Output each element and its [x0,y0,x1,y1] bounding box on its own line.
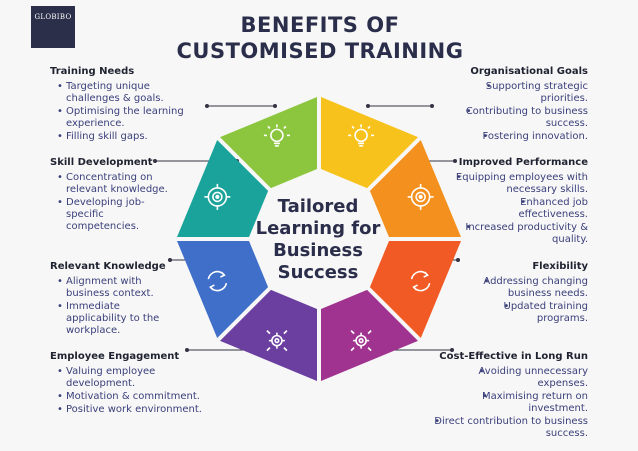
block-heading: Employee Engagement [50,351,180,362]
list-item: Filling skill gaps. [50,131,200,143]
connector-dot [168,258,172,262]
list-item: Contributing to business success. [440,106,588,130]
connector-dot [366,104,370,108]
block-skill-development: Skill Development Concentrating on relev… [50,157,180,234]
block-improved-performance: Improved Performance Equipping employees… [448,157,588,247]
segment-training-needs [220,97,318,189]
list-item: Maximising return on investment. [430,391,588,415]
list-item: Updated training programs. [478,301,588,325]
title-line-2: CUSTOMISED TRAINING [176,39,464,63]
list-item: Addressing changing business needs. [478,276,588,300]
list-item: Direct contribution to business success. [430,416,588,440]
segment-cost-effective [320,289,418,381]
block-cost-effective: Cost-Effective in Long Run Avoiding unne… [430,351,588,441]
block-heading: Skill Development [50,157,153,168]
target-icon [407,183,434,210]
connector-dot [153,159,157,163]
list-item: Supporting strategic priorities. [440,81,588,105]
list-item: Motivation & commitment. [50,391,220,403]
segment-organisational-goals [320,97,418,189]
block-training-needs: Training Needs Targeting unique challeng… [50,66,200,144]
list-item: Targeting unique challenges & goals. [50,81,200,105]
connector-dot [456,258,460,262]
connector-dot [430,104,434,108]
list-item: Enhanced job effectiveness. [448,197,588,221]
globibo-logo: GLOBIBO [31,6,75,48]
center-line-1: Tailored [277,196,359,217]
block-relevant-knowledge: Relevant Knowledge Alignment with busine… [50,261,180,338]
connector-dot [185,348,189,352]
block-heading: Cost-Effective in Long Run [439,351,588,362]
list-item: Valuing employee development. [50,366,220,390]
block-heading: Improved Performance [458,157,588,168]
center-line-3: Business [273,240,363,261]
connector-dot [205,104,209,108]
list-item: Avoiding unnecessary expenses. [430,366,588,390]
list-item: Optimising the learning experience. [50,106,200,130]
center-line-2: Learning for [255,218,381,239]
logo-text: GLOBIBO [34,13,72,21]
page-title: BENEFITS OF CUSTOMISED TRAINING [120,12,520,64]
gear-icon [266,330,288,352]
segment-skill-development [177,140,269,238]
block-heading: Flexibility [532,261,588,272]
block-heading: Organisational Goals [470,66,588,77]
refresh-icon [410,270,431,292]
list-item: Alignment with business context. [50,276,180,300]
lightbulb-icon [348,124,375,147]
connector-dot [450,348,454,352]
block-heading: Relevant Knowledge [50,261,166,272]
wheel-segments [177,97,461,381]
title-line-1: BENEFITS OF [240,13,400,37]
wheel-icons [204,124,434,352]
center-line-4: Success [277,262,359,283]
list-item: Increased productivity & quality. [448,222,588,246]
segment-improved-performance [369,140,461,238]
target-icon [204,183,231,210]
gear-icon [350,330,372,352]
lightbulb-icon [263,124,290,147]
segment-employee-engagement [220,289,318,381]
connector-dot [453,159,457,163]
block-flexibility: Flexibility Addressing changing business… [478,261,588,326]
list-item: Fostering innovation. [440,131,588,143]
block-heading: Training Needs [50,66,135,77]
list-item: Equipping employees with necessary skill… [448,172,588,196]
wheel-center-text: Tailored Learning for Business Success [252,196,384,284]
list-item: Positive work environment. [50,404,220,416]
refresh-icon [207,270,228,292]
list-item: Concentrating on relevant knowledge. [50,172,180,196]
connector-dot [273,104,277,108]
block-organisational-goals: Organisational Goals Supporting strategi… [440,66,588,144]
list-item: Immediate applicability to the workplace… [50,301,180,337]
block-employee-engagement: Employee Engagement Valuing employee dev… [50,351,220,417]
list-item: Developing job-specific competencies. [50,197,180,233]
